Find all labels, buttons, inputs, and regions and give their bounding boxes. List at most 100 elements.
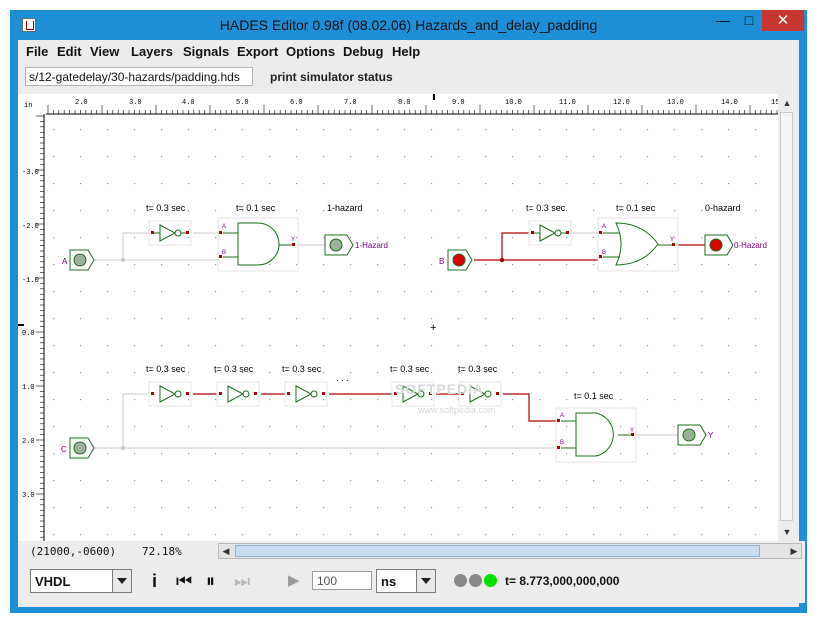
ruler-label: 3.0	[22, 492, 35, 500]
menu-options[interactable]: Options	[286, 44, 336, 59]
inverter-gate[interactable]	[458, 381, 502, 407]
rewind-icon[interactable]: ⏮	[176, 571, 193, 591]
status-led-gray	[469, 574, 482, 587]
ruler-label: 12.0	[613, 99, 630, 107]
output-label: 0-Hazard	[734, 241, 767, 250]
pause-icon[interactable]: ⏸	[206, 571, 215, 591]
path-bar: s/12-gatedelay/30-hazards/padding.hds pr…	[18, 62, 799, 90]
pin-label: A	[222, 224, 226, 230]
pin-label: B	[560, 440, 564, 446]
ruler-label: 15	[771, 99, 779, 107]
vertical-scroll-track[interactable]	[780, 112, 793, 521]
ruler-label: 13.0	[667, 99, 684, 107]
menu-edit[interactable]: Edit	[57, 44, 82, 59]
status-led-gray	[454, 574, 467, 587]
scroll-right-arrow[interactable]: ▶	[790, 546, 798, 556]
cursor-coordinates: (21000,-0600)	[30, 545, 117, 558]
circuit-0-hazard: t= 0.3 sec t= 0.1 sec 0-hazard B	[439, 203, 767, 272]
or-gate[interactable]: A B Y	[597, 217, 679, 272]
input-label: B	[439, 257, 444, 266]
inverter-gate[interactable]	[528, 220, 572, 246]
pin-label: Y	[670, 237, 674, 243]
menu-export[interactable]: Export	[237, 44, 279, 59]
delay-label: t= 0.3 sec	[146, 364, 186, 374]
scroll-up-arrow[interactable]: ▲	[782, 98, 792, 108]
ruler-label: 2.0	[22, 438, 35, 446]
input-label: A	[62, 257, 68, 266]
circuit-1-hazard: t= 0.3 sec t= 0.1 sec 1-hazard A	[62, 203, 388, 272]
language-select[interactable]: VHDL	[30, 569, 132, 593]
menu-debug[interactable]: Debug	[343, 44, 384, 59]
vertical-scrollbar[interactable]: ▲ ▼	[778, 94, 795, 541]
horizontal-scroll-thumb[interactable]	[235, 545, 760, 557]
delay-label: t= 0.3 sec	[526, 203, 566, 213]
delay-label: t= 0.3 sec	[214, 364, 254, 374]
ruler-label: 5.0	[236, 99, 249, 107]
title-bar[interactable]: HADES Editor 0.98f (08.02.06) Hazards_an…	[10, 10, 807, 40]
delay-label: t= 0.3 sec	[282, 364, 322, 374]
design-path-field[interactable]: s/12-gatedelay/30-hazards/padding.hds	[25, 67, 253, 86]
info-icon[interactable]: i	[152, 571, 158, 591]
menu-view[interactable]: View	[90, 44, 120, 59]
ruler-label: -3.0	[22, 169, 39, 177]
ellipsis-label: . . .	[336, 373, 349, 383]
window-title: HADES Editor 0.98f (08.02.06) Hazards_an…	[219, 17, 598, 33]
run-time-input[interactable]: 100	[312, 571, 372, 590]
pin-label: Y	[630, 428, 634, 434]
close-button[interactable]: ✕	[762, 10, 804, 31]
ruler-label: 8.0	[398, 99, 411, 107]
simulation-toolbar: VHDL i ⏮ ⏸ ⏭ ▶ 100 ns t= 8.773,000,000,0…	[18, 563, 805, 603]
input-switch-a[interactable]: A	[62, 249, 95, 271]
ruler-label: 10.0	[505, 99, 522, 107]
crosshair-cursor: +	[430, 322, 436, 334]
chevron-down-icon[interactable]	[112, 570, 131, 592]
ruler-label: 1.0	[22, 384, 35, 392]
menu-layers[interactable]: Layers	[131, 44, 173, 59]
ruler-label: 4.0	[182, 99, 195, 107]
and-gate[interactable]: A B Y	[555, 407, 637, 463]
scroll-down-arrow[interactable]: ▼	[782, 527, 792, 537]
chevron-down-icon[interactable]	[416, 570, 435, 592]
signal-heading: 1-hazard	[327, 203, 363, 213]
inverter-gate[interactable]	[148, 220, 192, 246]
inverter-gate[interactable]	[391, 381, 435, 407]
input-switch-b[interactable]: B	[439, 249, 473, 271]
and-gate[interactable]: A B Y	[217, 217, 299, 272]
simulation-time: t= 8.773,000,000,000	[505, 574, 620, 588]
inverter-gate[interactable]	[216, 381, 260, 407]
time-unit-value: ns	[381, 574, 397, 589]
output-label: Y	[708, 431, 714, 440]
ruler-label: 2.0	[75, 99, 88, 107]
language-value: VHDL	[35, 574, 71, 589]
menu-signals[interactable]: Signals	[183, 44, 230, 59]
ruler-label: 11.0	[559, 99, 576, 107]
menu-file[interactable]: File	[26, 44, 49, 59]
ruler-label: -2.0	[22, 223, 39, 231]
fast-forward-icon[interactable]: ⏭	[234, 571, 251, 591]
ruler-label: -1.0	[22, 277, 39, 285]
input-switch-c[interactable]: C	[61, 437, 95, 459]
scroll-left-arrow[interactable]: ◀	[222, 546, 230, 556]
output-label: 1-Hazard	[355, 241, 388, 250]
delay-label: t= 0.3 sec	[390, 364, 430, 374]
time-unit-select[interactable]: ns	[376, 569, 436, 593]
minimize-button[interactable]: —	[716, 12, 730, 28]
pin-label: Y	[291, 237, 295, 243]
menu-bar: File Edit View Layers Signals Export Opt…	[18, 40, 799, 62]
input-label: C	[61, 445, 67, 454]
inverter-gate[interactable]	[284, 381, 328, 407]
play-icon[interactable]: ▶	[288, 572, 300, 589]
java-app-icon	[22, 18, 36, 32]
output-led-y: Y	[677, 424, 714, 446]
schematic-canvas[interactable]: in 2.0 3.0 4.0 5.0 6.0 7.0 8.0 9.0 10.0 …	[18, 94, 783, 541]
signal-heading: 0-hazard	[705, 203, 741, 213]
ruler-label: 7.0	[344, 99, 357, 107]
inverter-gate[interactable]	[148, 381, 192, 407]
ruler-label: 9.0	[452, 99, 465, 107]
output-led-0-hazard: 0-Hazard	[704, 234, 767, 256]
delay-label: t= 0.3 sec	[458, 364, 498, 374]
horizontal-scrollbar[interactable]: ◀ ▶	[218, 543, 802, 559]
ruler-label: 14.0	[721, 99, 738, 107]
menu-help[interactable]: Help	[392, 44, 421, 59]
maximize-button[interactable]: □	[744, 12, 754, 28]
